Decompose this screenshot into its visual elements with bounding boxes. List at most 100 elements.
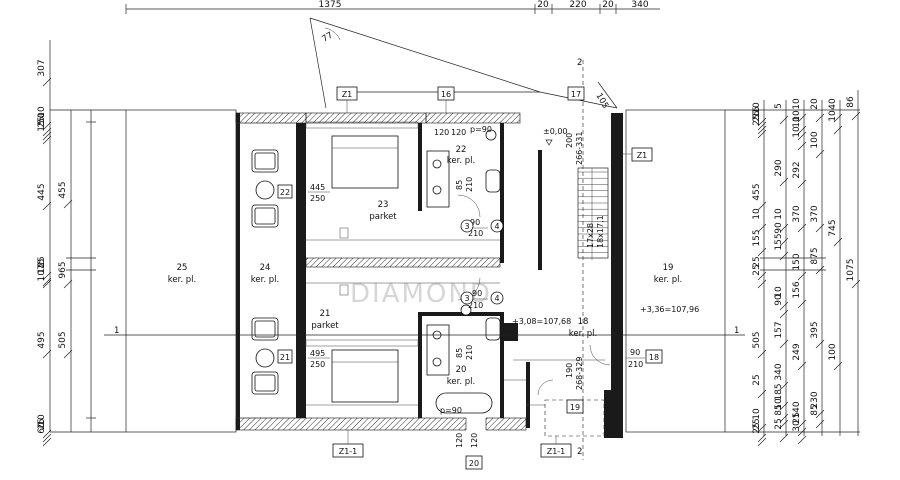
dim-tick [779,419,789,429]
tag-z1-top: Z1 [342,90,353,99]
dim-tick [42,121,52,131]
main-walls [235,112,623,438]
room-19-num: 19 [663,263,674,273]
d3b-w: 90 [472,289,482,298]
tag-20: 20 [469,459,479,468]
h2-a: 85 [455,348,464,358]
dim-value: 455 [752,183,762,200]
o22-h: 250 [310,194,325,203]
stair-266: 266-331 [575,132,584,165]
d18-h: 210 [628,360,643,369]
dim-tick [42,437,52,447]
t20-b: 120 [470,433,479,448]
dim-tick [851,111,861,121]
circle-3a: 3 [464,222,469,231]
dim-tick [757,129,767,139]
dim-tick [42,127,52,137]
dim-tick [757,247,767,257]
section-1-left: 1 [114,326,119,336]
dim-value: 10 [792,110,802,122]
h2-b: 210 [465,345,474,360]
dim-tick [779,339,789,349]
dim-value: 150 [792,253,802,270]
dim-value: 25 [752,374,762,385]
bathroom-20-fixtures [426,304,501,414]
dim-tick [757,201,767,211]
room-24-name: ker. pl. [251,275,279,285]
dim-tick [815,339,825,349]
dim-value: 370 [810,205,820,222]
dim-value: 505 [752,331,762,348]
dim-tick [815,223,825,233]
dim-tick [779,177,789,187]
tag-z1-1-left: Z1-1 [339,447,358,456]
room-23-name: parket [369,212,397,222]
dim-tick [42,349,52,359]
dim-value: 60 [37,422,47,434]
dim-tick [797,435,807,445]
room-18-num: 18 [578,317,589,327]
dim-value: 25 [774,418,784,429]
section-2-top: 2 [577,58,582,68]
tag-17: 17 [571,90,581,99]
room-21-num: 21 [320,309,331,319]
room-21-name: parket [311,321,339,331]
dim-value: 90 [774,222,784,234]
dim-tick [833,113,843,123]
dim-tick [815,113,825,123]
bed-top [331,135,399,189]
bathroom-22-fixtures [426,129,501,208]
dim-tick [42,135,52,145]
dim-tick [779,251,789,261]
dim-value: 40 [828,98,838,110]
dim-value: 15 [752,106,762,117]
dim-tick [757,121,767,131]
room-18-name: ker. pl. [569,329,597,339]
dim-value: 10 [774,398,784,410]
dim-value: 10 [774,286,784,298]
t16-b: 120 [451,128,466,137]
dim-value: 25 [752,256,762,267]
dim-value: 230 [810,391,820,408]
dim-value: 965 [58,261,68,278]
dim-value: 10 [792,126,802,138]
dim-value: 185 [774,383,784,400]
d3b-h: 210 [468,301,483,310]
window-tags: Z1 16 17 Z1 22 21 18 19 Z1-1 Z1-1 20 [277,86,663,470]
dim-value: 25 [37,256,47,267]
dim-tick [42,429,52,439]
tag-18: 18 [649,353,659,362]
dim-value: 25 [792,412,802,423]
dim-value: 25 [752,264,762,275]
interior-lines [236,121,605,419]
dim-value: 455 [58,181,68,198]
dim-value: 292 [792,161,802,178]
p90-top: p=90 [470,125,492,134]
stair-200: 200 [565,133,574,148]
dim-tick [757,437,767,447]
dim-value: 15 [37,262,47,273]
dim-value: 395 [810,321,820,338]
section-lines: 1 1 2 2 77 105 [104,17,745,460]
dim-tick [797,179,807,189]
dim-tick [797,125,807,135]
p90-bottom: p=90 [440,406,462,415]
dim-tick [815,149,825,159]
room-25-name: ker. pl. [168,275,196,285]
d3a-w: 90 [470,218,480,227]
dim-tick [833,125,843,135]
dim-tick [42,271,52,281]
level-336: +3,36=107,96 [640,305,699,314]
dim-tick [779,433,789,443]
dim-tick [42,77,52,87]
door-type-circles: 3 4 3 4 [460,219,504,305]
dim-tick [779,223,789,233]
dim-tick [757,271,767,281]
room-20-num: 20 [456,365,467,375]
dim-tick [797,131,807,141]
